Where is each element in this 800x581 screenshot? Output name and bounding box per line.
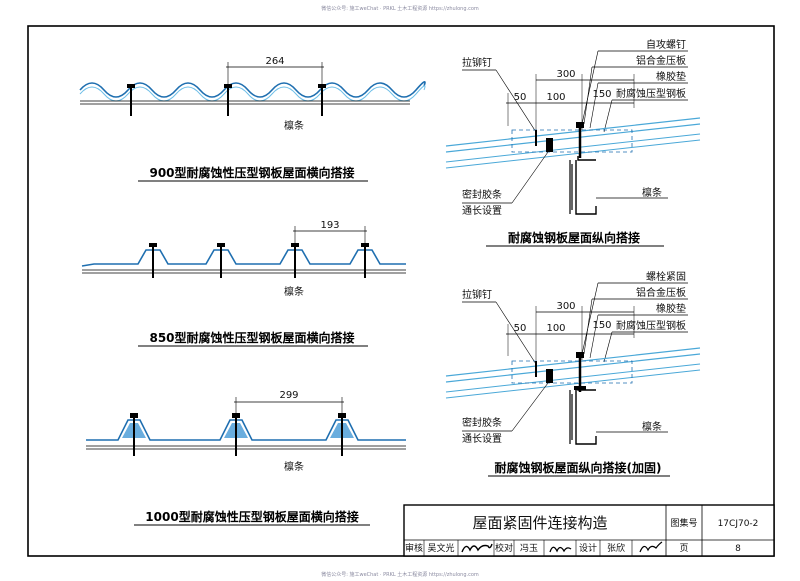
screw-900-c [318,84,326,116]
screw-1000-b [232,413,240,456]
label-bottom-rivet: 拉铆钉 [462,288,492,301]
tb-page-label: 页 [679,543,688,554]
label-top-alu-plate: 铝合金压板 [636,54,686,67]
tb-designer: 张欣 [607,542,625,554]
tb-design-label: 设计 [579,542,597,554]
tb-review-label: 审核 [405,542,423,554]
label-bottom-rubber-pad: 橡胶垫 [656,302,686,315]
sheet-top-lower-2 [445,139,701,169]
screw-850-b [217,243,225,278]
label-top-steel-sheet: 耐腐蚀压型钢板 [616,87,686,100]
tb-checker: 冯玉 [520,543,538,554]
label-bottom-steel-sheet: 耐腐蚀压型钢板 [616,319,686,332]
label-top-purlin: 檩条 [642,186,662,199]
screw-850-d [361,243,369,278]
dim-bottom-100: 100 [546,323,565,334]
dim-top-300-label: 300 [556,69,575,80]
sheet-850-profile [81,249,406,267]
dim-top-100: 100 [546,92,565,103]
label-top-rivet: 拉铆钉 [462,56,492,69]
screw-850-c [291,243,299,278]
detail-top: 自攻螺钉 铝合金压板 橡胶垫 耐腐蚀压型钢板 拉铆钉 300 50 100 15… [445,38,701,247]
tb-check-label: 校对 [495,542,513,554]
dim-bottom-300-label: 300 [556,301,575,312]
label-top-self-tapping-screw: 自攻螺钉 [646,38,686,51]
panel-850: 193 檩条 850型耐腐蚀性压型钢板屋面横向搭接 [81,220,406,347]
purlin-900-label: 檩条 [284,119,304,132]
screw-1000-a [130,413,138,456]
sheet-1000-fill [122,423,354,438]
tb-atlas-no: 17CJ70-2 [718,519,759,529]
watermark-top: 微信公众号: 施工weChat · PRKL 土木工程资源 https://zh… [321,5,479,12]
dim-850-label: 193 [320,220,339,231]
panel-900: 264 檩条 900型耐腐蚀性压型钢板屋面横向搭接 [79,56,426,182]
panel-1000: 299 檩条 1000型耐腐蚀性压型钢板屋面横向搭接 [86,390,406,526]
watermark-bottom: 微信公众号: 施工weChat · PRKL 土木工程资源 https://zh… [321,571,479,578]
label-bottom-bolt: 螺栓紧固 [646,270,686,283]
label-top-seal: 密封胶条 [462,188,502,201]
title-top: 耐腐蚀钢板屋面纵向搭接 [508,230,640,245]
label-top-rubber-pad: 橡胶垫 [656,70,686,83]
sheet-top-lower-1 [445,133,701,163]
purlin-1000-label: 檩条 [284,460,304,473]
dim-top-50: 50 [514,92,527,103]
title-850: 850型耐腐蚀性压型钢板屋面横向搭接 [149,330,354,345]
purlin-850-label: 檩条 [284,285,304,298]
label-bottom-seal: 密封胶条 [462,416,502,429]
label-top-seal-2: 通长设置 [462,205,502,217]
dim-bottom-150: 150 [592,320,611,331]
screw-850-a [149,243,157,278]
title-900: 900型耐腐蚀性压型钢板屋面横向搭接 [149,165,354,180]
overlap-zone-bottom [511,360,633,384]
tb-page-no: 8 [735,544,741,554]
dim-bottom-50: 50 [514,323,527,334]
seal-strip-bottom [546,369,553,383]
purlin-bottom [575,386,597,445]
label-bottom-alu-plate: 铝合金压板 [636,286,686,299]
detail-bottom: 螺栓紧固 铝合金压板 橡胶垫 耐腐蚀压型钢板 拉铆钉 300 50 100 15… [445,270,701,477]
screw-900-a [127,84,135,116]
dim-top-150: 150 [592,89,611,100]
sheet-top-upper-2 [445,123,701,153]
tb-atlas-label: 图集号 [670,517,697,529]
label-bottom-seal-2: 通长设置 [462,433,502,445]
dim-900-label: 264 [265,56,284,67]
screw-1000-c [338,413,346,456]
title-1000: 1000型耐腐蚀性压型钢板屋面横向搭接 [145,509,358,524]
tb-title: 屋面紧固件连接构造 [472,514,607,532]
overlap-zone-top [511,129,633,153]
sheet-top-upper-1 [445,117,701,147]
drawing-frame [27,25,775,557]
purlin-top [575,156,597,215]
dim-1000-label: 299 [279,390,298,401]
screw-900-b [224,84,232,116]
screw-top-head [576,122,584,128]
tb-reviewer: 吴文光 [427,542,454,554]
title-block: 屋面紧固件连接构造 图集号 17CJ70-2 审核 吴文光 校对 冯玉 设计 张… [403,504,775,557]
seal-strip-top [546,138,553,152]
sheet-900-wave [79,81,426,98]
tb-checker-signature [549,546,572,553]
title-bottom: 耐腐蚀钢板屋面纵向搭接(加固) [495,460,662,475]
tb-designer-signature [639,541,663,553]
label-bottom-purlin: 檩条 [642,420,662,433]
tb-reviewer-signature [461,543,493,553]
